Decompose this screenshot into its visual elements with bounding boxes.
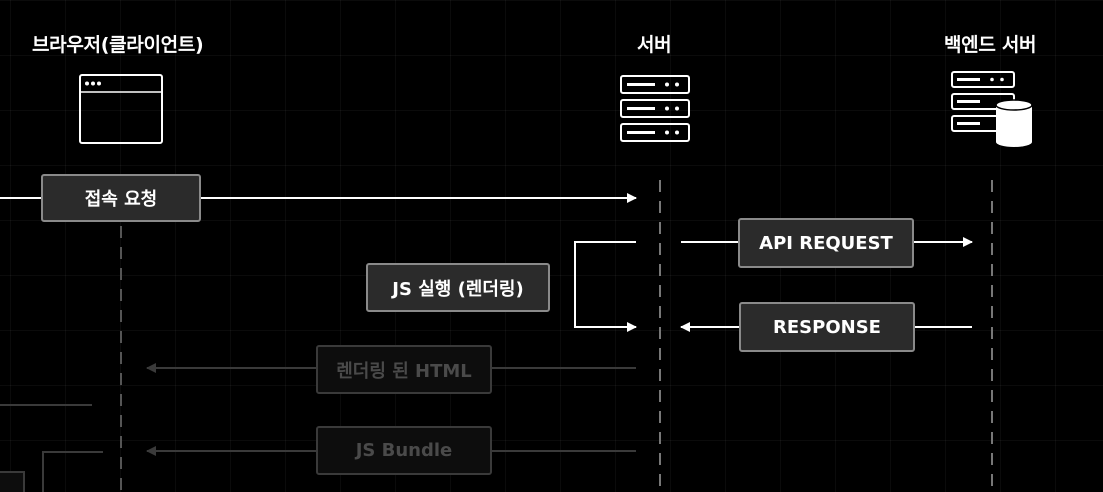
response-box: RESPONSE <box>739 302 915 352</box>
js-exec-box: JS 실행 (렌더링) <box>366 263 550 312</box>
connect-request-box: 접속 요청 <box>41 174 201 222</box>
client-label: 브라우저(클라이언트) <box>32 34 204 56</box>
server-database-icon <box>951 71 1033 147</box>
browser-window-icon <box>79 74 163 144</box>
server-rack-icon <box>620 75 690 142</box>
faded-client-box-fragment <box>0 471 25 492</box>
rendered-html-box: 렌더링 된 HTML <box>316 345 492 394</box>
backend-label: 백엔드 서버 <box>944 34 1037 56</box>
server-label: 서버 <box>637 34 672 56</box>
api-request-box: API REQUEST <box>738 218 914 268</box>
faded-client-bracket <box>42 451 103 492</box>
js-exec-bracket-arrow <box>574 241 637 332</box>
js-bundle-box: JS Bundle <box>316 426 492 475</box>
